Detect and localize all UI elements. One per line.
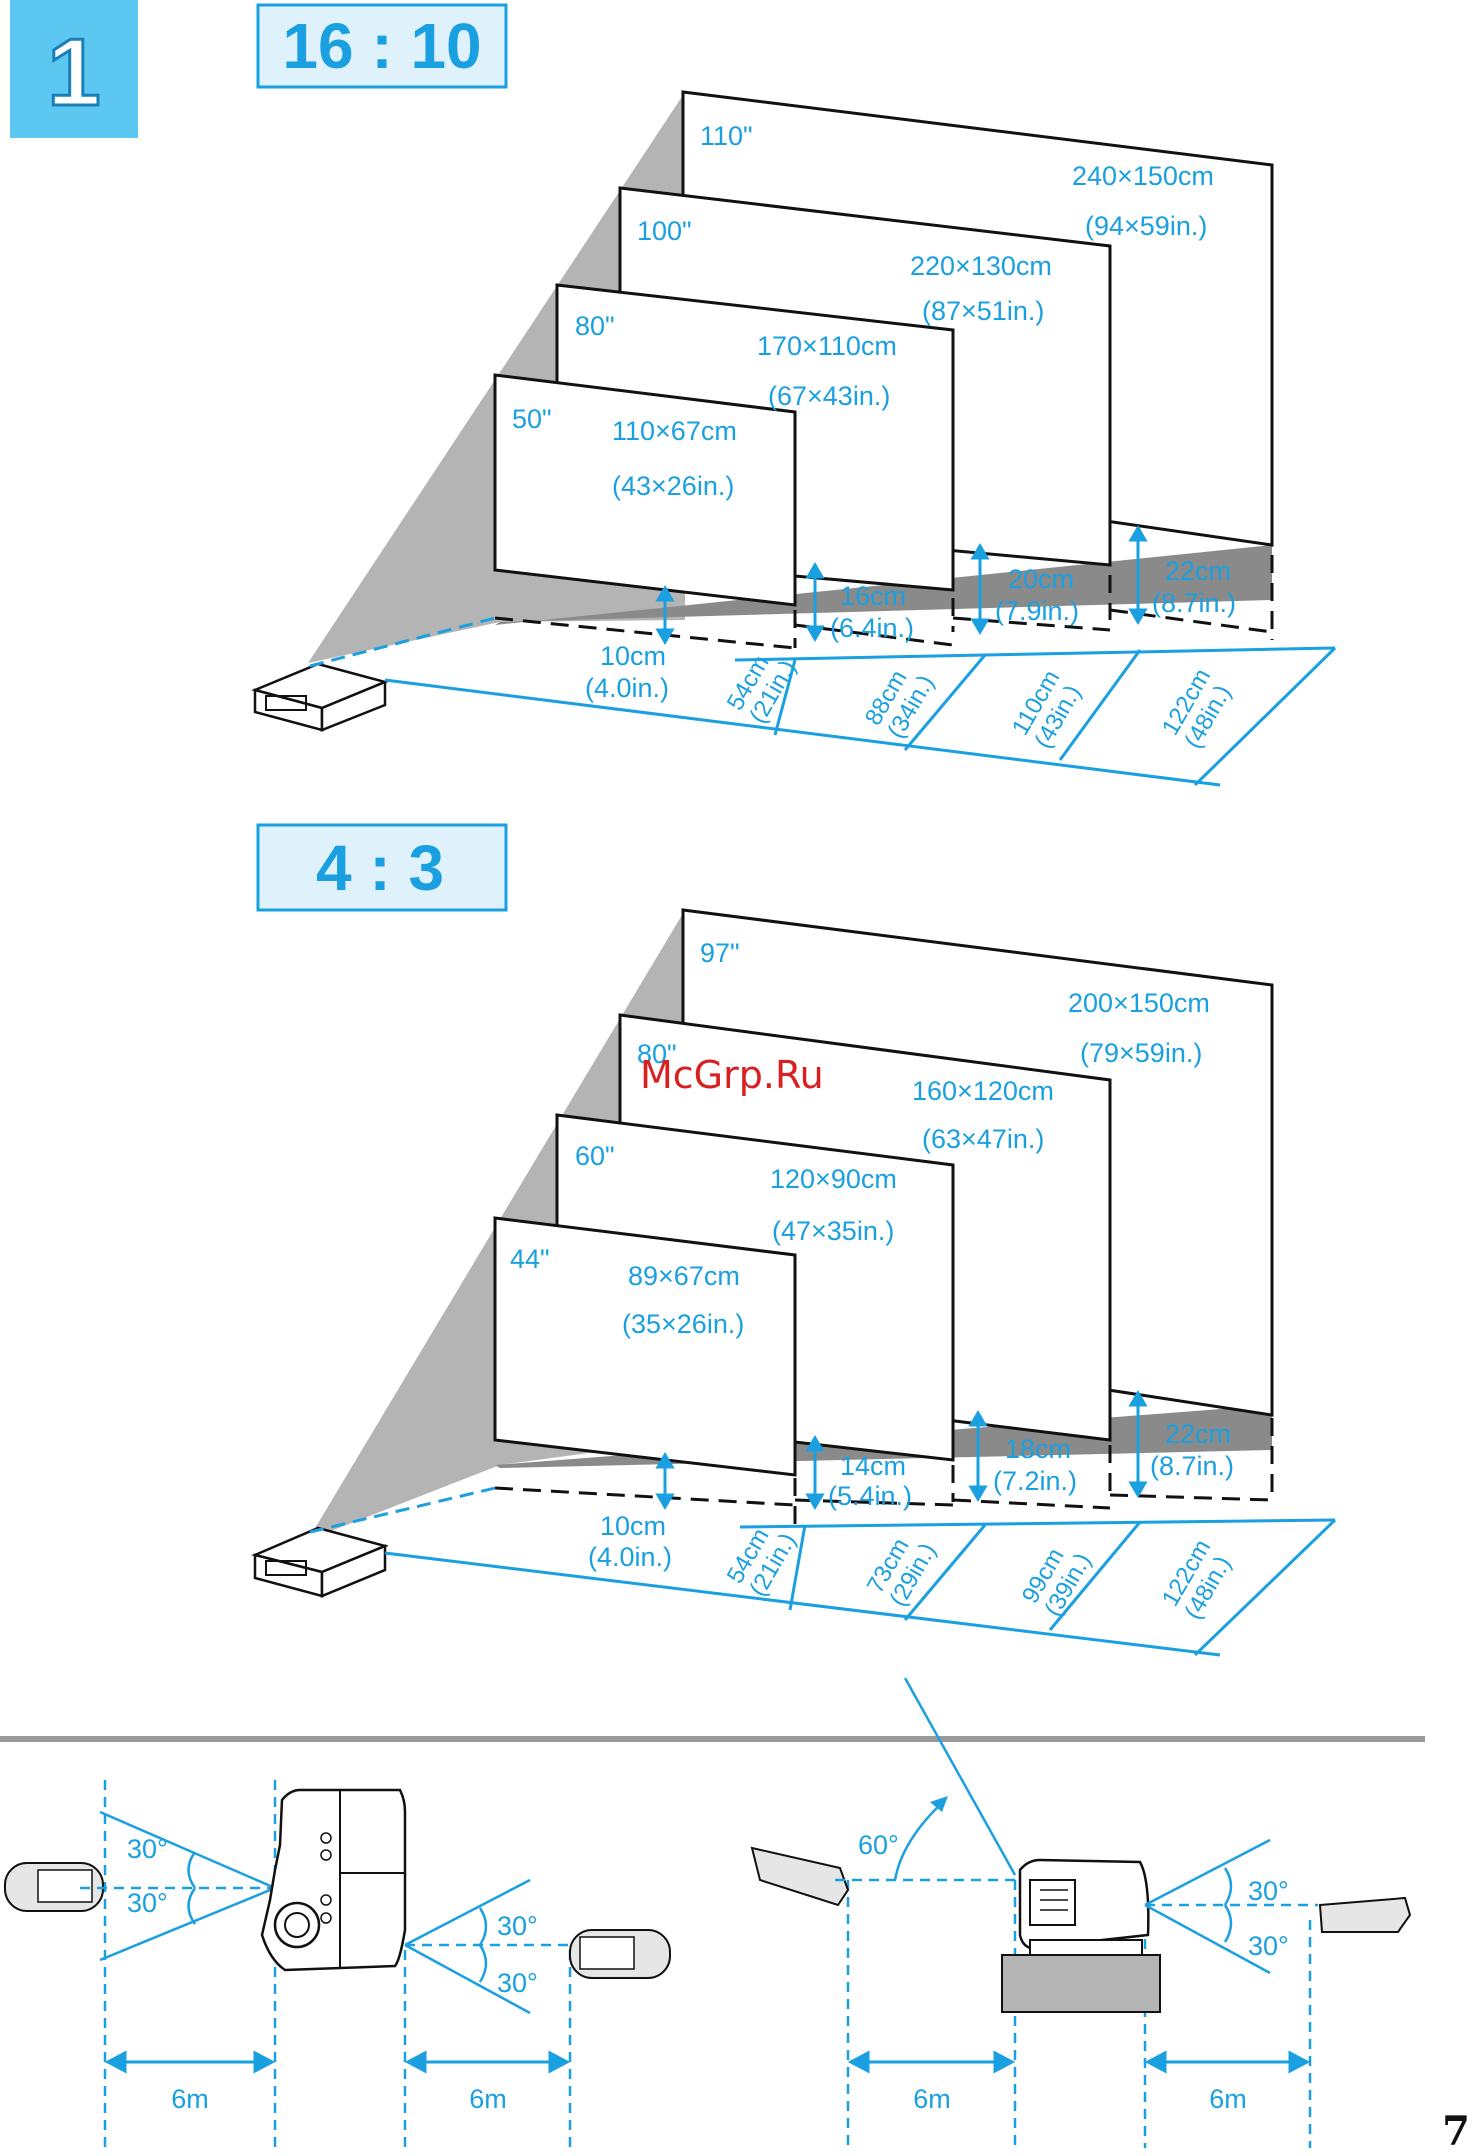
distance-ticks-2: [739, 1518, 1337, 1657]
screen-inches-60: (47×35in.): [772, 1216, 894, 1246]
height-cm-50: 10cm: [600, 641, 666, 671]
ratio-label-16-10: 16 : 10: [282, 10, 481, 82]
height-in-50: (4.0in.): [585, 673, 669, 703]
height-arrows-2: [655, 1390, 1148, 1510]
dist-front-top: 6m: [171, 2084, 209, 2114]
angle-side-rear-up: 30°: [1248, 1876, 1289, 1906]
screen-size-97: 97": [700, 938, 740, 968]
height-cm-80: 16cm: [840, 581, 906, 611]
dist-rear-side: 6m: [1209, 2084, 1247, 2114]
angle-front-up: 30°: [127, 1834, 168, 1864]
distance-ticks: [734, 646, 1337, 787]
height-in-100: (7.9in.): [995, 596, 1079, 626]
screen-44: [493, 1216, 797, 1477]
height-in-44: (4.0in.): [588, 1542, 672, 1572]
screen-inches-97: (79×59in.): [1080, 1038, 1202, 1068]
angle-rear-down: 30°: [497, 1968, 538, 1998]
step-badge: [10, 0, 138, 138]
screen-50: [493, 373, 797, 607]
screen-dims-60: 120×90cm: [770, 1164, 897, 1194]
height-cm-110: 22cm: [1165, 556, 1231, 586]
screen-size-100: 100": [637, 216, 692, 246]
angle-side-rear-down: 30°: [1248, 1931, 1289, 1961]
remote-side-icon: [750, 1846, 850, 1907]
ratio-header-4-3: [256, 823, 508, 912]
watermark: McGrp.Ru: [640, 1053, 824, 1097]
screen-size-110: 110": [700, 121, 753, 151]
screen-inches-110: (94×59in.): [1085, 211, 1207, 241]
remote-top-view: 30° 30° 30° 30°: [4, 1780, 671, 2148]
screen-dims-80: 170×110cm: [757, 331, 897, 361]
remote-control-icon-rear: [569, 1929, 671, 1979]
remote-control-icon: [4, 1862, 104, 1912]
screen-size-44: 44": [510, 1244, 550, 1274]
projector-top-icon: [260, 1788, 407, 1972]
screen-size-50: 50": [512, 404, 552, 434]
height-in-60: (5.4in.): [828, 1481, 912, 1511]
remote-side-icon-rear: [1318, 1896, 1412, 1933]
angle-rear-up: 30°: [497, 1911, 538, 1941]
screen-inches-50: (43×26in.): [612, 471, 734, 501]
projector-icon: [251, 662, 389, 732]
remote-side-view: 60° 30° 30° 6m 6m: [750, 1677, 1412, 2148]
projector-side-icon: [1001, 1858, 1161, 2013]
height-cm-80-b: 18cm: [1005, 1434, 1071, 1464]
screen-dims-97: 200×150cm: [1068, 988, 1210, 1018]
angle-side-up: 60°: [858, 1830, 899, 1860]
screen-dims-44: 89×67cm: [628, 1261, 740, 1291]
screen-dims-100: 220×130cm: [910, 251, 1052, 281]
screen-size-80: 80": [575, 311, 615, 341]
screen-size-80-b: 80": [637, 1039, 677, 1069]
ratio-header-16-10: [256, 3, 508, 89]
section-16-10: 16 : 10: [251, 3, 1337, 787]
height-in-80-b: (7.2in.): [993, 1466, 1077, 1496]
screen-dashed-base-2: [494, 1418, 1274, 1525]
angle-arrowhead: [930, 1796, 948, 1812]
screen-inches-100: (87×51in.): [922, 296, 1044, 326]
screen-dashed-base: [494, 555, 1274, 650]
section-divider: [0, 1736, 1425, 1742]
height-in-97: (8.7in.): [1150, 1451, 1234, 1481]
angle-front-down: 30°: [127, 1888, 168, 1918]
dist-rear-top: 6m: [469, 2084, 507, 2114]
projector-icon-2: [251, 1526, 389, 1598]
screen-inches-80: (67×43in.): [768, 381, 890, 411]
step-number: 1: [47, 19, 100, 126]
screen-inches-44: (35×26in.): [622, 1309, 744, 1339]
height-cm-100: 20cm: [1008, 564, 1074, 594]
ratio-label-4-3: 4 : 3: [316, 832, 444, 904]
height-cm-97: 22cm: [1165, 1419, 1231, 1449]
screen-dims-80-b: 160×120cm: [912, 1076, 1054, 1106]
screen-dims-50: 110×67cm: [612, 416, 737, 446]
section-4-3: 4 : 3: [251, 823, 1337, 1657]
height-in-80: (6.4in.): [830, 613, 914, 643]
screen-dims-110: 240×150cm: [1072, 161, 1214, 191]
screen-size-60: 60": [575, 1141, 615, 1171]
height-in-110: (8.7in.): [1152, 588, 1236, 618]
height-cm-44: 10cm: [600, 1511, 666, 1541]
height-cm-60: 14cm: [840, 1451, 906, 1481]
dist-front-side: 6m: [913, 2084, 951, 2114]
height-arrows: [655, 525, 1148, 645]
screen-inches-80-b: (63×47in.): [922, 1124, 1044, 1154]
page-number: 7: [1442, 2108, 1470, 2155]
